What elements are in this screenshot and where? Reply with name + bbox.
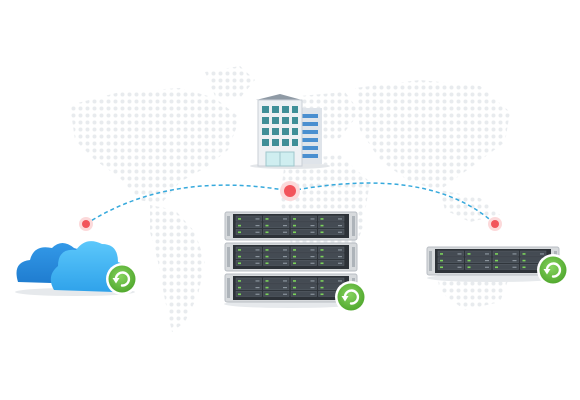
connector-hub-to-remote	[289, 182, 496, 225]
sync-refresh-icon	[335, 281, 367, 313]
connection-lines	[85, 182, 496, 225]
sync-refresh-icon	[106, 263, 138, 295]
node-cloud	[79, 217, 93, 231]
node-remote	[488, 217, 502, 231]
sync-refresh-icon	[537, 254, 569, 286]
rack-unit-3	[224, 273, 358, 303]
rack-unit-1	[224, 211, 358, 241]
rack-unit-2	[224, 242, 358, 272]
connector-cloud-to-hub	[85, 184, 291, 225]
rack-server-stack-icon	[224, 211, 358, 308]
node-hub	[280, 181, 300, 201]
office-building-icon	[250, 94, 330, 169]
